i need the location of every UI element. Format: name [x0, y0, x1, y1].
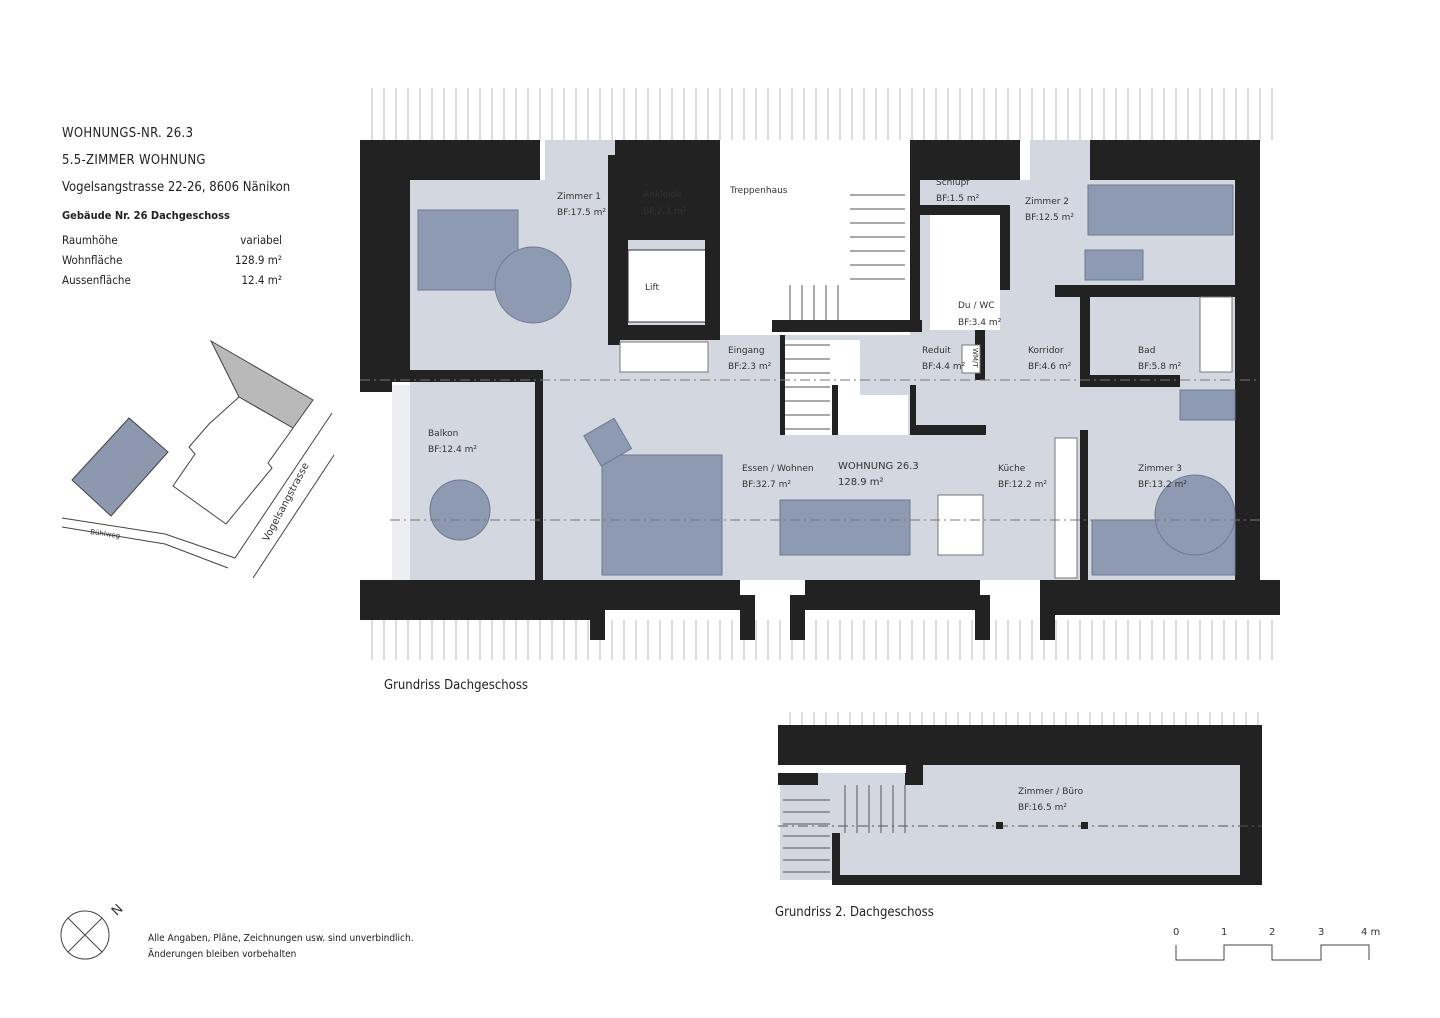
spec-label: Raumhöhe — [62, 233, 118, 247]
desk — [1084, 249, 1144, 281]
street-label: Bühlweg — [90, 528, 121, 540]
bed — [1087, 184, 1234, 236]
room-name: Zimmer / Büro — [1018, 787, 1084, 797]
kitchen-island — [937, 494, 984, 556]
floor2-title: Grundriss 2. Dachgeschoss — [775, 905, 934, 920]
room-area: BF:12.4 m² — [428, 445, 477, 455]
room-area: BF:3.4 m² — [958, 318, 1002, 328]
apartment-info: WOHNUNGS-NR. 26.3 5.5-ZIMMER WOHNUNG Vog… — [62, 126, 292, 290]
shower — [930, 215, 1000, 330]
room-name: Eingang — [728, 346, 765, 356]
north-arrow-icon: N — [60, 902, 126, 960]
apartment-area: 128.9 m² — [838, 477, 884, 488]
apartment-label: WOHNUNG 26.3 — [838, 461, 919, 472]
scale-label: 2 — [1269, 927, 1275, 938]
shaft — [838, 395, 908, 435]
room-area: BF:5.8 m² — [1138, 362, 1182, 372]
sofa — [601, 454, 723, 576]
room-area: BF:2.3 m² — [643, 207, 687, 217]
room-area: BF:16.5 m² — [1018, 803, 1067, 813]
room-area: BF:17.5 m² — [557, 208, 606, 218]
column — [1081, 822, 1088, 829]
dormer — [1030, 140, 1100, 185]
wardrobe — [619, 341, 709, 373]
spec-label: Aussenfläche — [62, 273, 131, 287]
disclaimer: Alle Angaben, Pläne, Zeichnungen usw. si… — [148, 931, 414, 963]
room-name: Ankleide — [643, 190, 682, 200]
room-name: Zimmer 1 — [557, 192, 601, 202]
wall-gap — [778, 765, 906, 773]
disclaimer-line: Alle Angaben, Pläne, Zeichnungen usw. si… — [148, 933, 414, 944]
balcony-table — [429, 479, 491, 541]
room-name: Zimmer 3 — [1138, 464, 1182, 474]
dining-table — [779, 499, 911, 556]
room-labels: Zimmer 1 BF:17.5 m² Ankleide BF:2.3 m² T… — [428, 178, 1187, 813]
room-name: Korridor — [1028, 346, 1064, 356]
apartment-type: 5.5-ZIMMER WOHNUNG — [62, 153, 206, 168]
bathtub — [1199, 296, 1233, 373]
staircase — [785, 194, 905, 430]
upper-floor — [778, 725, 1262, 885]
room-area: BF:13.2 m² — [1138, 480, 1187, 490]
room-area: BF:1.5 m² — [936, 194, 980, 204]
rug — [494, 246, 572, 324]
room-name: Essen / Wohnen — [742, 464, 814, 474]
room-name: Schlupf — [936, 178, 970, 188]
spec-row: Wohnfläche 128.9 m² — [62, 250, 292, 270]
room-name: Reduit — [922, 346, 951, 356]
desk — [1179, 389, 1236, 421]
kitchen-counter — [1054, 437, 1078, 579]
rug — [1154, 474, 1236, 556]
room-name: Treppenhaus — [729, 186, 788, 196]
disclaimer-line: Änderungen bleiben vorbehalten — [148, 949, 297, 960]
spec-row: Raumhöhe variabel — [62, 230, 292, 250]
scale-bar: 0 1 2 3 4 m — [1173, 927, 1380, 961]
column — [996, 822, 1003, 829]
upper-staircase — [783, 785, 906, 873]
room-name: Küche — [998, 464, 1026, 474]
address: Vogelsangstrasse 22-26, 8606 Nänikon — [62, 180, 291, 195]
neighbor-building — [71, 417, 169, 517]
scale-label: 4 m — [1361, 927, 1380, 938]
room-area: BF:4.4 m² — [922, 362, 966, 372]
scale-label: 1 — [1221, 927, 1227, 938]
building-outline — [172, 396, 294, 525]
walls — [778, 725, 1262, 885]
room-area: BF:4.6 m² — [1028, 362, 1072, 372]
building-floor: Gebäude Nr. 26 Dachgeschoss — [62, 209, 230, 222]
room-name: Lift — [645, 283, 660, 293]
apartment-number: WOHNUNGS-NR. 26.3 — [62, 126, 194, 141]
north-label: N — [109, 902, 126, 919]
scale-label: 3 — [1318, 927, 1324, 938]
armchair — [583, 417, 633, 467]
room-area: BF:12.2 m² — [998, 480, 1047, 490]
floor1-title: Grundriss Dachgeschoss — [384, 678, 529, 693]
spec-value: 128.9 m² — [234, 253, 282, 267]
room-name: Balkon — [428, 429, 458, 439]
spec-row: Aussenfläche 12.4 m² — [62, 270, 292, 290]
roof-rafters — [371, 88, 1273, 725]
room-name: Du / WC — [958, 301, 995, 311]
room-name: WM/T — [971, 348, 979, 368]
washer-dryer — [961, 344, 981, 374]
room-area: BF:2.3 m² — [728, 362, 772, 372]
walls — [360, 140, 1280, 640]
room-fill — [780, 765, 1240, 880]
main-floor — [360, 140, 1280, 879]
spec-label: Wohnfläche — [62, 253, 123, 267]
room-name: Zimmer 2 — [1025, 197, 1069, 207]
spec-value: variabel — [240, 233, 282, 247]
room-name: Bad — [1138, 346, 1155, 356]
lift-box — [627, 249, 711, 323]
room-area: BF:32.7 m² — [742, 480, 791, 490]
scale-label: 0 — [1173, 927, 1179, 938]
dormer — [545, 140, 615, 185]
spec-value: 12.4 m² — [241, 273, 282, 287]
site-plan: Bühlweg Vogelsangstrasse — [61, 339, 335, 579]
street-label: Vogelsangstrasse — [261, 461, 312, 543]
room-area: BF:12.5 m² — [1025, 213, 1074, 223]
